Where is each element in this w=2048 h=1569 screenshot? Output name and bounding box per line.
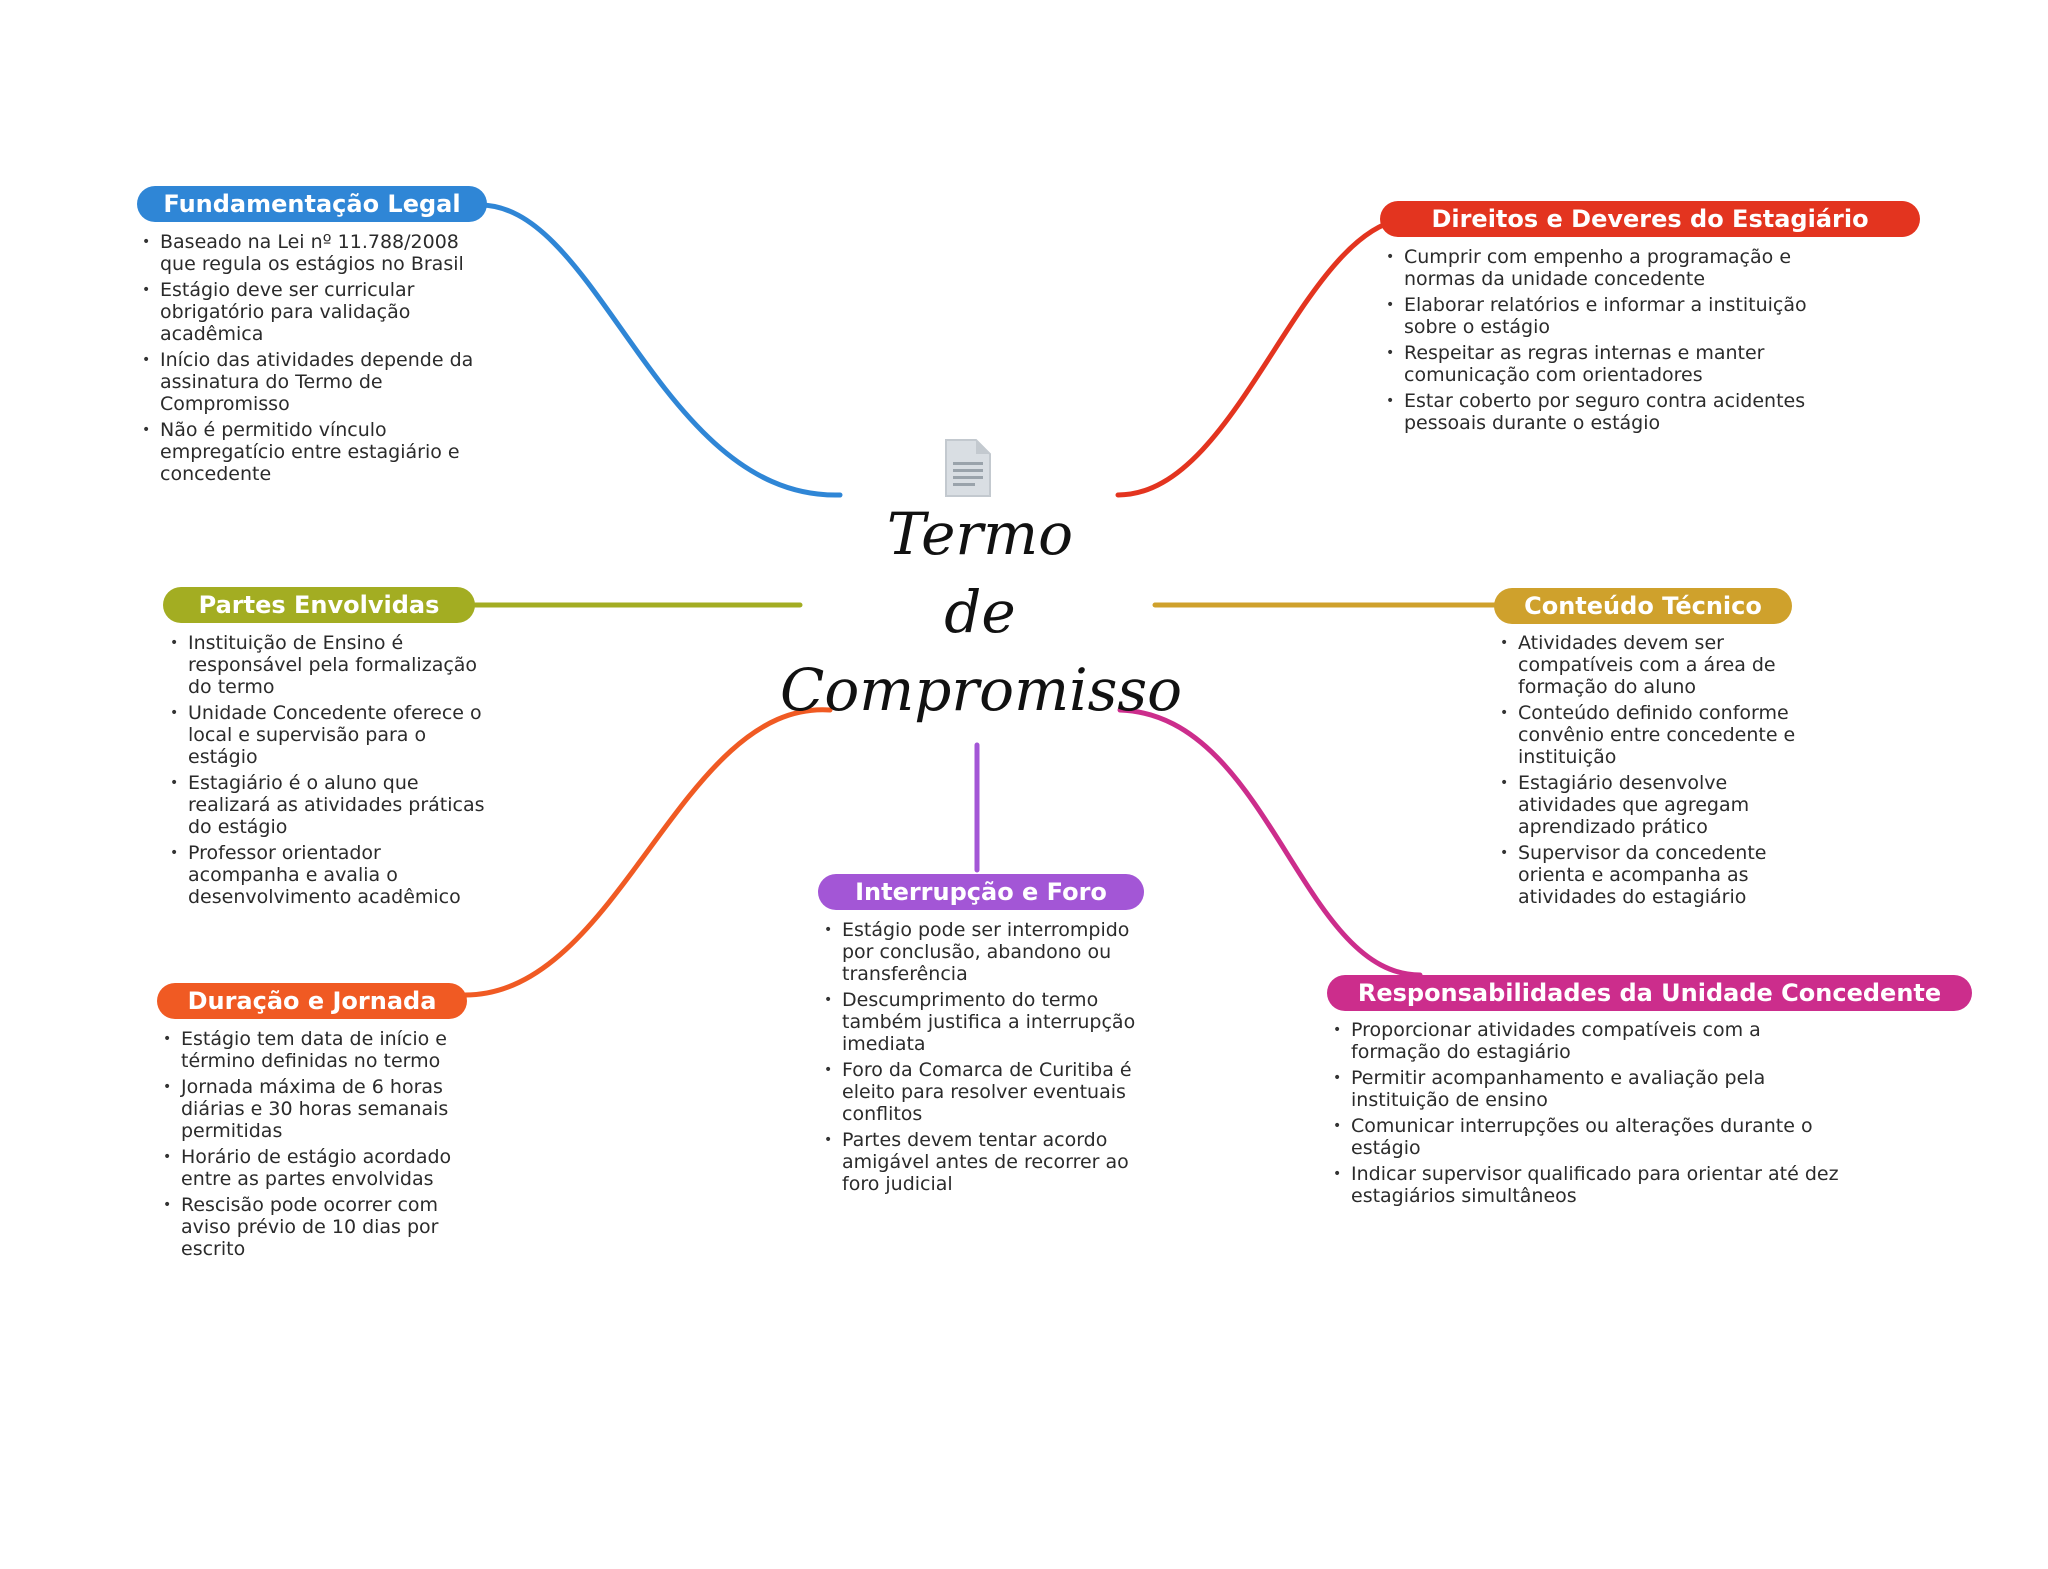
- connector-responsabilidades: [1117, 707, 1423, 978]
- connector-duracao: [462, 707, 833, 998]
- central-topic-line-3: Compromisso: [780, 656, 1183, 724]
- list-item: Professor orientador acompanha e avalia …: [170, 842, 490, 908]
- branch-items-interrupcao: Estágio pode ser interrompido por conclu…: [824, 919, 1150, 1199]
- list-item: Não é permitido vínculo empregatício ent…: [142, 419, 477, 485]
- list-item: Estágio deve ser curricular obrigatório …: [142, 279, 477, 345]
- list-item: Horário de estágio acordado entre as par…: [163, 1146, 488, 1190]
- list-item: Cumprir com empenho a programação e norm…: [1386, 246, 1846, 290]
- list-item: Instituição de Ensino é responsável pela…: [170, 632, 490, 698]
- branch-items-partes: Instituição de Ensino é responsável pela…: [170, 632, 490, 912]
- connector-fundamentacao: [477, 202, 843, 498]
- list-item: Jornada máxima de 6 horas diárias e 30 h…: [163, 1076, 488, 1142]
- list-item: Atividades devem ser compatíveis com a á…: [1500, 632, 1820, 698]
- list-item: Comunicar interrupções ou alterações dur…: [1333, 1115, 1843, 1159]
- branch-title-partes[interactable]: Partes Envolvidas: [163, 587, 475, 623]
- list-item: Foro da Comarca de Curitiba é eleito par…: [824, 1059, 1150, 1125]
- branch-items-responsabilidades: Proporcionar atividades compatíveis com …: [1333, 1019, 1843, 1211]
- list-item: Permitir acompanhamento e avaliação pela…: [1333, 1067, 1843, 1111]
- branch-items-fundamentacao: Baseado na Lei nº 11.788/2008 que regula…: [142, 231, 477, 489]
- branch-title-responsabilidades[interactable]: Responsabilidades da Unidade Concedente: [1327, 975, 1972, 1011]
- branch-title-fundamentacao[interactable]: Fundamentação Legal: [137, 186, 487, 222]
- list-item: Elaborar relatórios e informar a institu…: [1386, 294, 1846, 338]
- branch-title-direitos[interactable]: Direitos e Deveres do Estagiário: [1380, 201, 1920, 237]
- list-item: Descumprimento do termo também justifica…: [824, 989, 1150, 1055]
- list-item: Rescisão pode ocorrer com aviso prévio d…: [163, 1194, 488, 1260]
- list-item: Estagiário é o aluno que realizará as at…: [170, 772, 490, 838]
- list-item: Estágio pode ser interrompido por conclu…: [824, 919, 1150, 985]
- list-item: Supervisor da concedente orienta e acomp…: [1500, 842, 1820, 908]
- branch-title-conteudo[interactable]: Conteúdo Técnico: [1494, 588, 1792, 624]
- branch-items-duracao: Estágio tem data de início e término def…: [163, 1028, 488, 1264]
- document-icon: [945, 439, 991, 497]
- list-item: Conteúdo definido conforme convênio entr…: [1500, 702, 1820, 768]
- central-topic: Termo de Compromisso: [780, 495, 1183, 729]
- branch-items-conteudo: Atividades devem ser compatíveis com a á…: [1500, 632, 1820, 912]
- central-topic-line-1: Termo: [886, 500, 1074, 568]
- list-item: Início das atividades depende da assinat…: [142, 349, 477, 415]
- connector-direitos: [1115, 215, 1413, 498]
- branch-items-direitos: Cumprir com empenho a programação e norm…: [1386, 246, 1846, 438]
- list-item: Baseado na Lei nº 11.788/2008 que regula…: [142, 231, 477, 275]
- central-topic-line-2: de: [944, 578, 1016, 646]
- branch-title-interrupcao[interactable]: Interrupção e Foro: [818, 874, 1144, 910]
- list-item: Unidade Concedente oferece o local e sup…: [170, 702, 490, 768]
- list-item: Indicar supervisor qualificado para orie…: [1333, 1163, 1843, 1207]
- list-item: Estágio tem data de início e término def…: [163, 1028, 488, 1072]
- list-item: Estar coberto por seguro contra acidente…: [1386, 390, 1846, 434]
- branch-title-duracao[interactable]: Duração e Jornada: [157, 983, 467, 1019]
- list-item: Partes devem tentar acordo amigável ante…: [824, 1129, 1150, 1195]
- list-item: Estagiário desenvolve atividades que agr…: [1500, 772, 1820, 838]
- list-item: Proporcionar atividades compatíveis com …: [1333, 1019, 1843, 1063]
- list-item: Respeitar as regras internas e manter co…: [1386, 342, 1846, 386]
